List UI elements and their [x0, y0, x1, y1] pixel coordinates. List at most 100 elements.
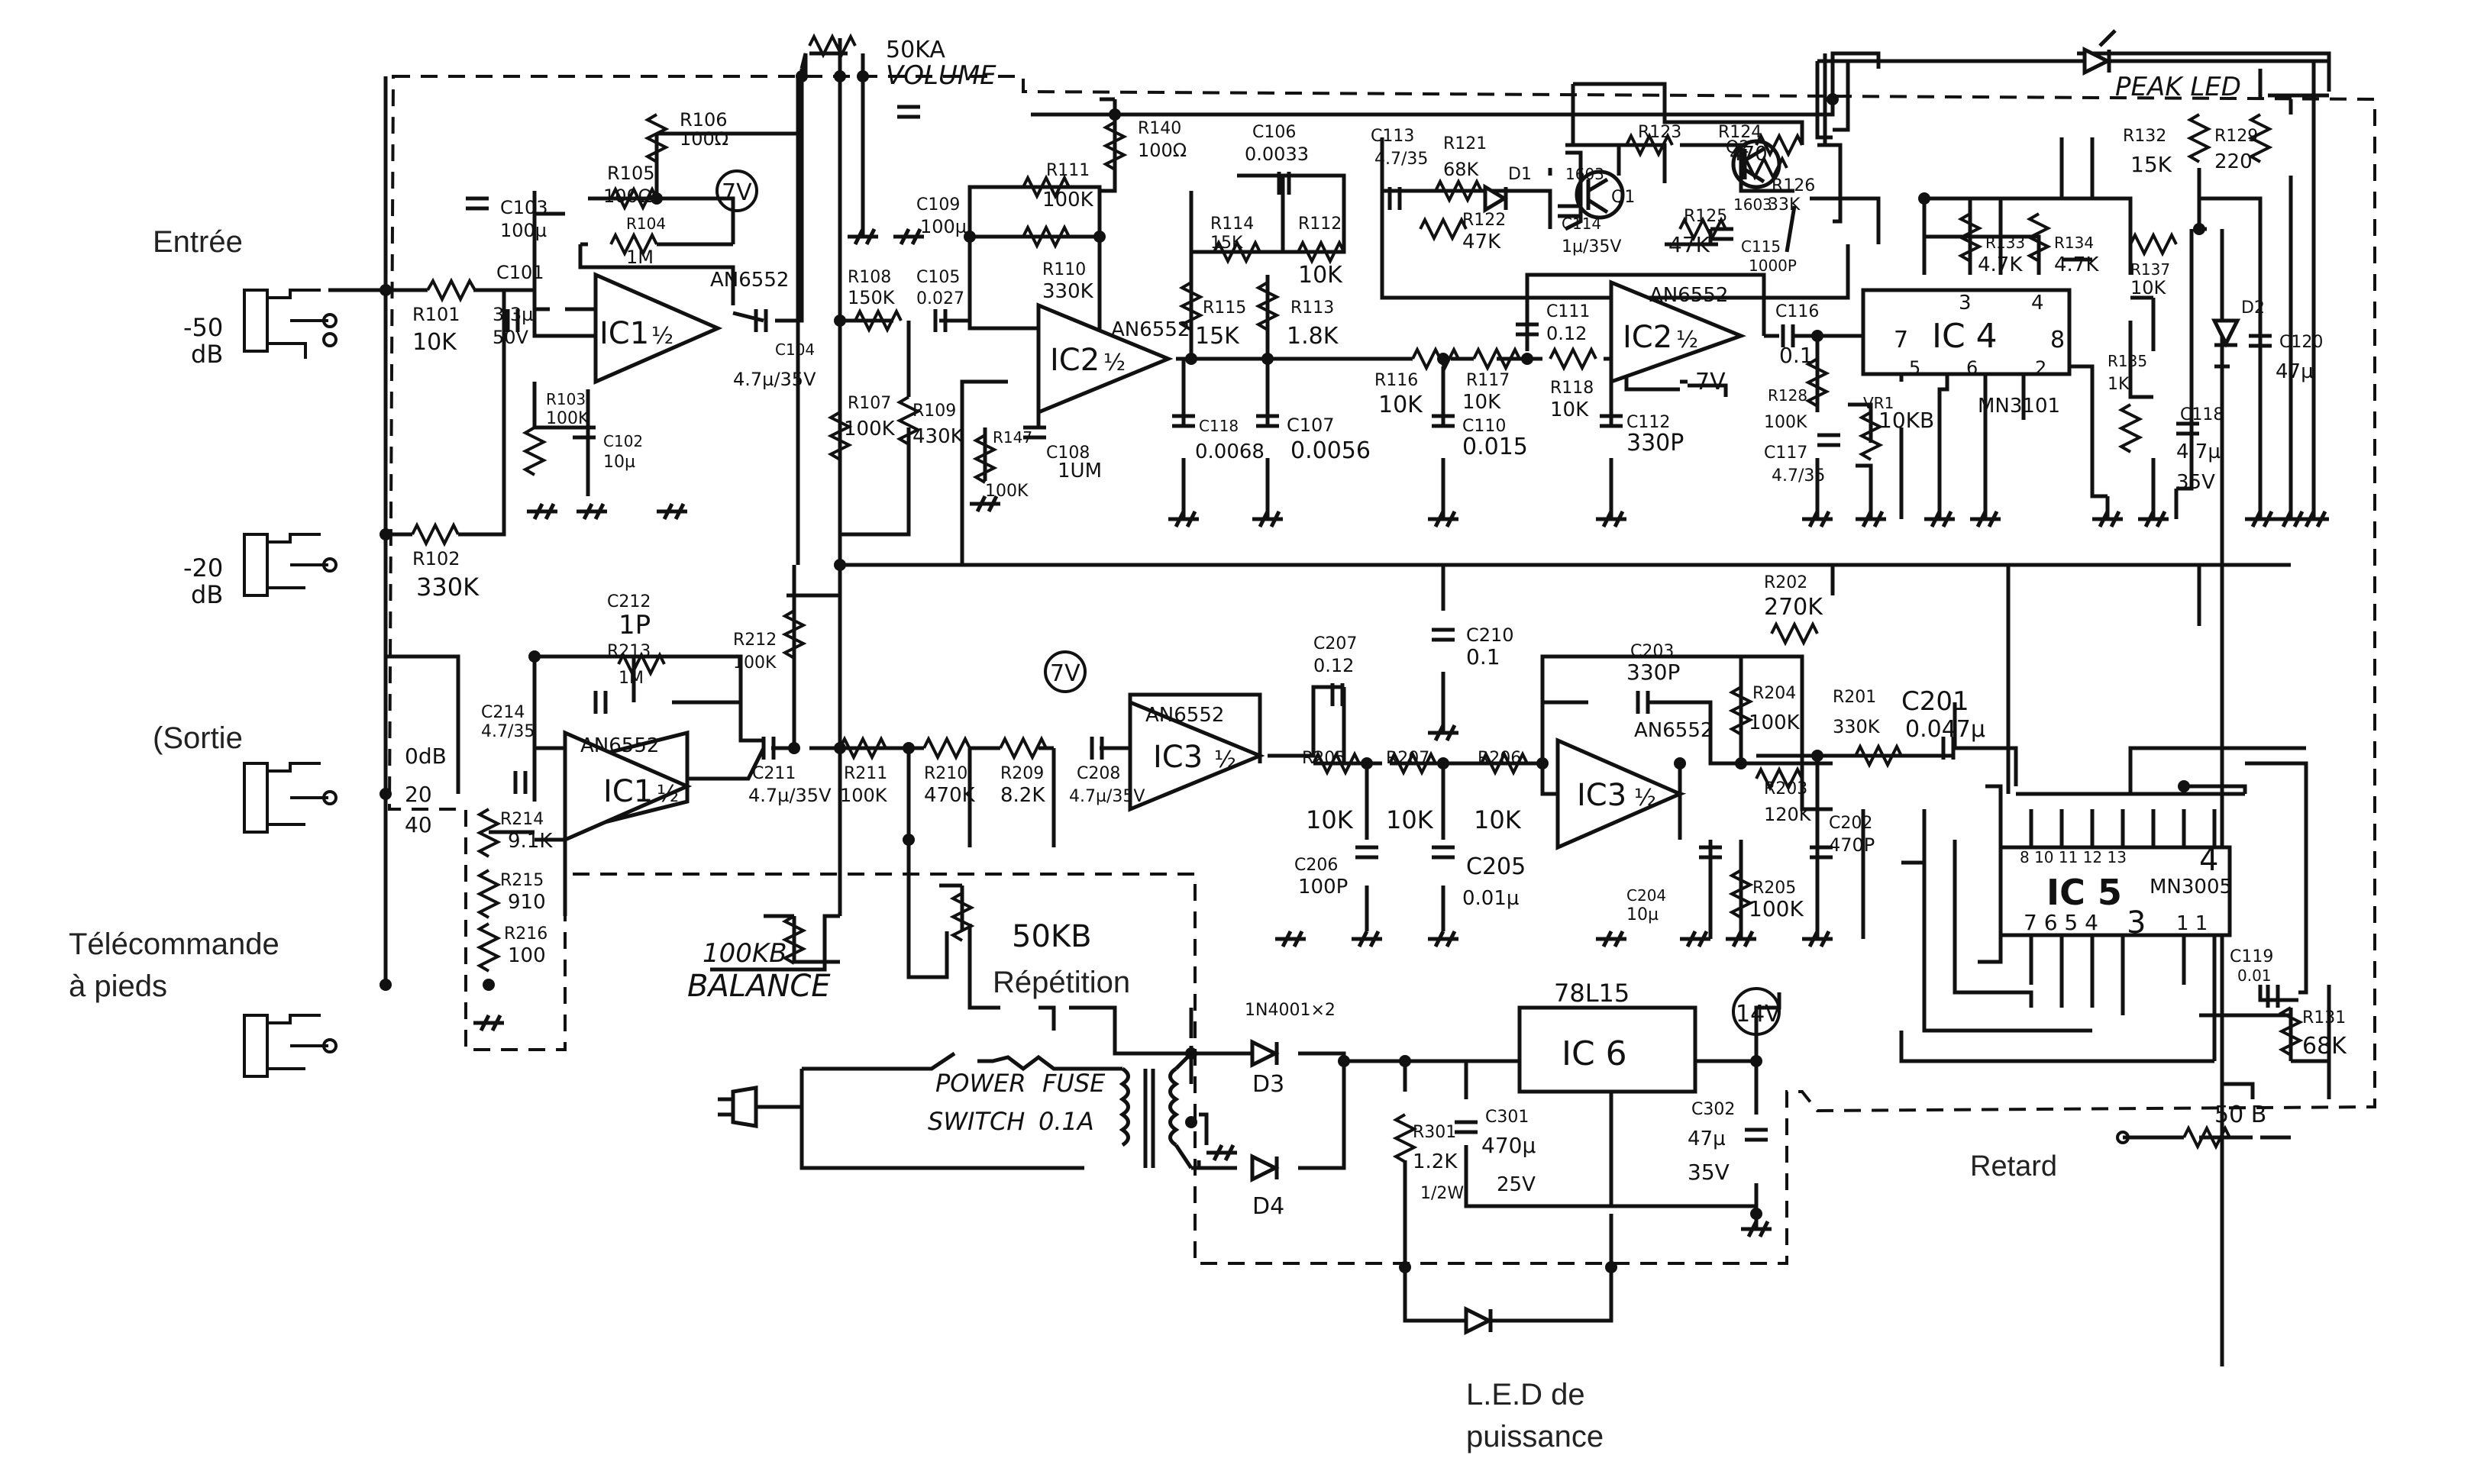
r301-val2: 1/2W [1420, 1184, 1464, 1203]
c105-ref: C105 [916, 268, 960, 287]
r108-val: 150K [848, 287, 896, 308]
r109-ref: R109 [912, 402, 956, 421]
r140-ref: R140 [1138, 119, 1181, 138]
r205-val: 10K [1306, 805, 1354, 834]
power-label: POWER [935, 1069, 1026, 1098]
r301-ref: R301 [1413, 1123, 1456, 1142]
typed-labels: Entrée (Sortie Télécommande à pieds Répé… [69, 37, 2266, 1453]
r206-ref: R206 [1478, 749, 1521, 768]
r128-ref: R128 [1768, 386, 1807, 405]
r110-val: 330K [1042, 280, 1094, 303]
output-jack [243, 762, 338, 834]
r207-val: 10K [1386, 805, 1434, 834]
r208-val: 100K [1749, 896, 1804, 921]
ic5-label: IC 5 [2046, 872, 2122, 913]
c203-val: 330P [1626, 660, 1680, 685]
r134-val: 4.7K [2054, 253, 2099, 276]
r209-ref: R209 [1000, 764, 1044, 783]
r212-ref: R212 [733, 631, 777, 650]
grounds [473, 227, 2329, 1238]
tp-7v-3: 7V [1695, 369, 1726, 395]
c120-val: 47µ [2276, 360, 2314, 383]
input-jack-minus20 [243, 533, 338, 597]
sortie-label: (Sortie [153, 721, 243, 755]
r128-val: 100K [1764, 413, 1807, 432]
r106-val: 100Ω [680, 128, 728, 150]
c118-ref: C118 [1199, 417, 1239, 435]
ic4-pin8: 8 [2050, 327, 2065, 353]
r125-ref: R125 [1684, 207, 1727, 226]
c301-val: 470µ [1481, 1133, 1536, 1158]
in-minus20-a: -20 [183, 553, 223, 582]
c101-val: 3.3µ [493, 304, 533, 325]
ic2a-label: IC2 [1050, 343, 1100, 378]
r104-ref: R104 [626, 215, 666, 233]
c214-ref: C214 [481, 703, 525, 722]
c214-val: 4.7/35 [481, 722, 535, 741]
r215-ref: R215 [500, 871, 544, 890]
r116-ref: R116 [1374, 371, 1418, 390]
c205-val: 0.01µ [1462, 887, 1519, 910]
c119-ref: C119 [2230, 947, 2273, 966]
c115-ref: C115 [1741, 237, 1781, 256]
ic3b-half: ½ [1634, 785, 1656, 811]
d2-label: D2 [2241, 298, 2265, 318]
ic3a-opamp: IC3 ½ AN6552 [1128, 699, 1265, 812]
ic1b-half: ½ [657, 781, 679, 808]
c101-ref: C101 [496, 262, 544, 283]
out-40: 40 [405, 812, 432, 837]
power-transformer [1119, 1052, 1194, 1169]
r214-ref: R214 [500, 810, 544, 829]
test-points: 7V 7V 14V 7V [715, 169, 1781, 1036]
c207-val: 0.12 [1313, 655, 1354, 676]
c104-val: 4.7µ/35V [733, 369, 816, 390]
c202-ref: C202 [1829, 814, 1872, 833]
r212-val: 100K [733, 653, 777, 673]
c302-val2: 35V [1688, 1160, 1730, 1185]
led-label-line1: L.E.D de [1466, 1378, 1585, 1411]
c104-ref: C104 [775, 340, 815, 359]
ic2a-opamp: IC2 ½ AN6552 [1036, 302, 1190, 415]
entree-label: Entrée [153, 225, 243, 259]
vr1-ref: VR1 [1863, 394, 1894, 412]
r132-val: 15K [2130, 152, 2172, 177]
c107-val: 0.0056 [1290, 437, 1371, 464]
r208-ref: R205 [1752, 879, 1796, 898]
r201-ref: R201 [1833, 688, 1876, 707]
r102-ref: R102 [412, 548, 460, 569]
r115-ref: R115 [1203, 298, 1246, 318]
d3-label: D3 [1252, 1071, 1284, 1098]
ic1a-opamp: IC1 ½ AN6552 [593, 269, 789, 385]
c119-val: 0.01 [2237, 966, 2272, 985]
r216-val: 100 [508, 944, 546, 967]
c203-ref: C203 [1630, 642, 1674, 661]
ic2a-half: ½ [1103, 350, 1126, 376]
c117-ref: C117 [1764, 444, 1807, 463]
r111-val: 100K [1042, 189, 1094, 211]
diodes [1250, 29, 2241, 1336]
ic5-pin4: 4 [2199, 843, 2218, 878]
c103-ref: C103 [500, 197, 548, 218]
r131-ref: R131 [2302, 1008, 2346, 1028]
r215-val: 910 [508, 891, 546, 914]
r115-val: 15K [1195, 323, 1240, 350]
volume-pot-value: 50KA [886, 37, 945, 63]
c114-ref: C114 [1562, 215, 1601, 233]
c208-ref: C208 [1077, 764, 1120, 783]
ic1a-type: AN6552 [710, 269, 789, 292]
r113-val: 1.8K [1287, 323, 1339, 350]
ic1a-half: ½ [651, 323, 673, 350]
c112-ref: C112 [1626, 413, 1670, 432]
r113-ref: R113 [1290, 298, 1334, 318]
c108-ref: C108 [1046, 444, 1090, 463]
ic5-type: MN3005 [2150, 876, 2232, 898]
r110-ref: R110 [1042, 260, 1086, 279]
r301-val: 1.2K [1413, 1150, 1458, 1173]
ic3b-opamp: IC3 ½ AN6552 [1555, 719, 1713, 850]
c301-ref: C301 [1485, 1108, 1529, 1127]
r106-ref: R106 [680, 109, 727, 131]
r107-ref: R107 [848, 394, 891, 413]
mains-plug [718, 1086, 758, 1128]
c110-ref: C110 [1462, 417, 1506, 436]
